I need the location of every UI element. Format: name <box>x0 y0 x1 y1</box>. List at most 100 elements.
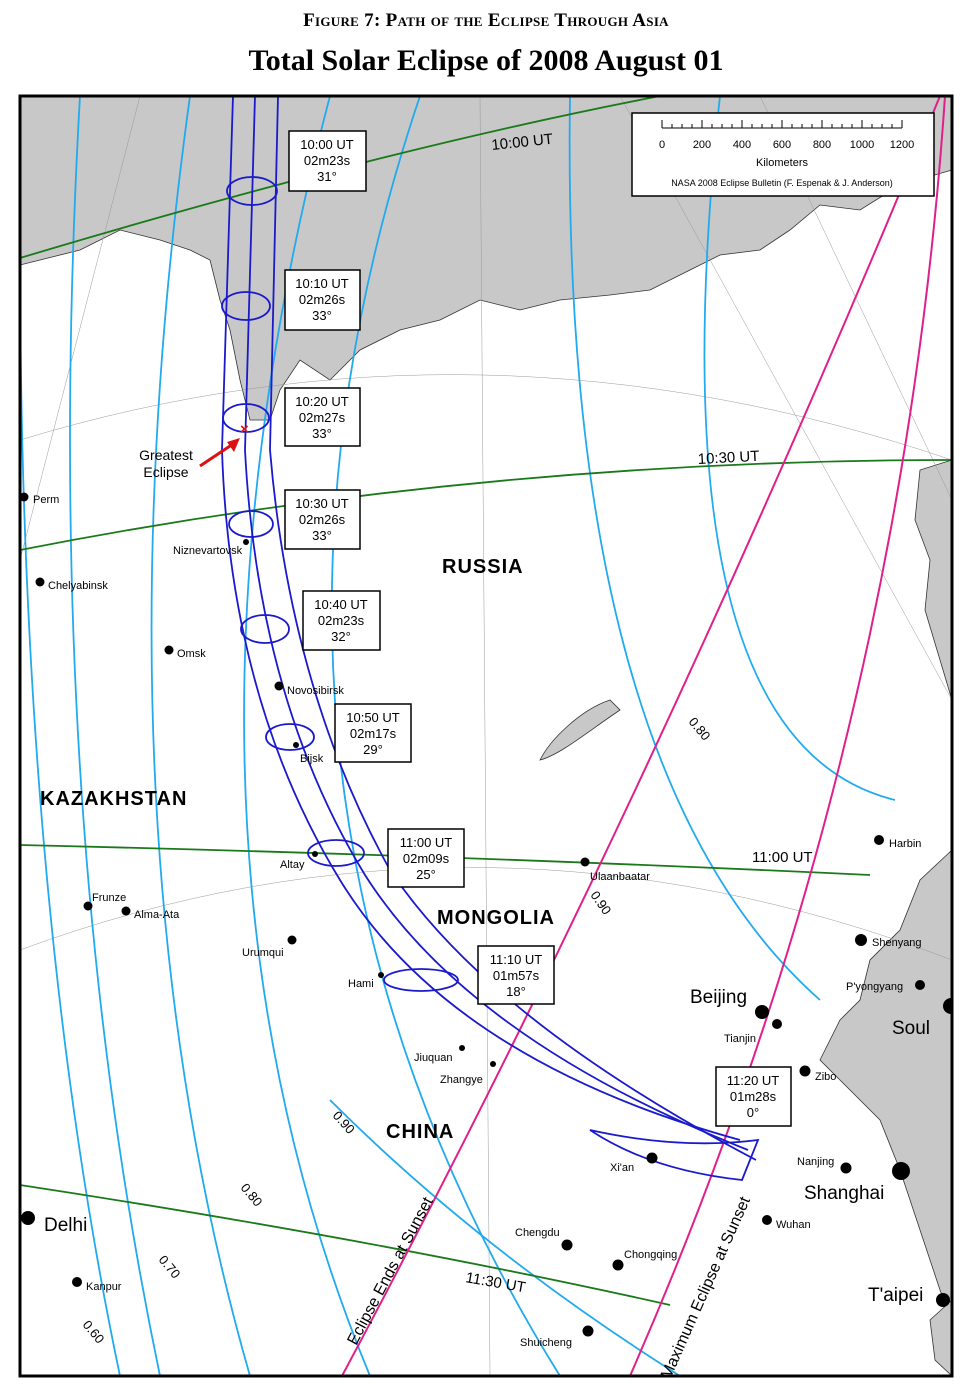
shadow-ellipse-1010 <box>221 291 271 321</box>
city-label: Xi'an <box>610 1162 634 1174</box>
city-label: Perm <box>33 494 59 506</box>
city-label: Shenyang <box>872 937 922 949</box>
eclipse-info-box: 11:00 UT 02m09s 25° <box>387 828 465 888</box>
greatest-eclipse-label: Eclipse <box>143 464 188 480</box>
city-label: P'yongyang <box>846 981 903 993</box>
city-label: Harbin <box>889 838 921 850</box>
eclipse-info-box: 10:20 UT 02m27s 33° <box>284 387 361 447</box>
city-label: Delhi <box>44 1215 87 1236</box>
eclipse-info-box: 10:50 UT 02m17s 29° <box>334 703 412 763</box>
svg-text:02m23s: 02m23s <box>318 613 365 628</box>
country-label: RUSSIA <box>442 556 524 578</box>
svg-text:02m26s: 02m26s <box>299 512 346 527</box>
svg-text:02m17s: 02m17s <box>350 726 397 741</box>
magnitude-contour-080-north <box>703 96 896 801</box>
shadow-ellipse-1100 <box>307 839 365 867</box>
main-title: Total Solar Eclipse of 2008 August 01 <box>248 44 724 77</box>
svg-text:33°: 33° <box>312 308 332 323</box>
svg-text:25°: 25° <box>416 867 436 882</box>
magnitude-label: 0.70 <box>156 1252 184 1281</box>
city-label: Bijsk <box>300 753 324 765</box>
shadow-ellipse-1030 <box>228 510 274 538</box>
scale-credit: NASA 2008 Eclipse Bulletin (F. Espenak &… <box>671 178 893 188</box>
city-label: Ulaanbaatar <box>590 871 650 883</box>
ut-label: 10:00 UT <box>491 131 554 154</box>
map-frame <box>18 94 954 1378</box>
city-label: Jiuquan <box>414 1052 453 1064</box>
greatest-eclipse-arrowhead <box>227 438 240 452</box>
svg-text:18°: 18° <box>506 984 526 999</box>
svg-text:02m23s: 02m23s <box>304 153 351 168</box>
magnitude-label: 0.90 <box>330 1108 358 1137</box>
cities: Perm Chelyabinsk Niznevartovsk Omsk Novo… <box>20 492 952 1349</box>
map-body: × Greatest Eclipse 10:00 UT 10:30 UT 11:… <box>20 96 952 1382</box>
city-label: Zibo <box>815 1071 836 1083</box>
city-label: Novosibirsk <box>287 685 344 697</box>
shadow-ellipse-1020 <box>222 403 270 433</box>
svg-text:10:10 UT: 10:10 UT <box>295 276 349 291</box>
svg-text:29°: 29° <box>363 742 383 757</box>
path-limit-north <box>221 96 741 1141</box>
ut-line-1030 <box>20 459 952 551</box>
svg-text:10:40 UT: 10:40 UT <box>314 597 368 612</box>
svg-text:01m57s: 01m57s <box>493 968 540 983</box>
scale-bar-legend: 0 200 400 600 800 1000 1200 Kilometers N… <box>631 112 935 197</box>
svg-text:11:00 UT: 11:00 UT <box>400 835 453 850</box>
svg-text:11:10 UT: 11:10 UT <box>490 952 543 967</box>
city-label: T'aipei <box>868 1285 923 1306</box>
city-label: Hami <box>348 978 374 990</box>
magnitude-label: 0.90 <box>588 888 615 917</box>
svg-text:33°: 33° <box>312 426 332 441</box>
magnitude-label: 0.80 <box>686 714 714 743</box>
scale-tick-label: 1200 <box>890 139 914 151</box>
svg-text:32°: 32° <box>331 629 351 644</box>
svg-text:02m09s: 02m09s <box>403 851 450 866</box>
city-label: Niznevartovsk <box>173 545 243 557</box>
magnitude-contour-080 <box>243 96 371 1376</box>
city-label: Chengdu <box>515 1227 560 1239</box>
shadow-ellipse-1040 <box>240 614 290 644</box>
city-label: Chelyabinsk <box>48 580 108 592</box>
path-end-lobe <box>589 1129 760 1181</box>
magnitude-contour-070 <box>150 96 251 1376</box>
ut-label: 10:30 UT <box>697 448 760 468</box>
ut-label: 11:00 UT <box>752 849 813 866</box>
city-label: Shuicheng <box>520 1337 572 1349</box>
svg-text:10:50 UT: 10:50 UT <box>346 710 400 725</box>
korea-japan-land <box>819 849 952 1321</box>
magnitude-contour-outer <box>20 249 121 1376</box>
taiwan-land <box>929 1299 952 1376</box>
city-label: Altay <box>280 859 305 871</box>
country-label: CHINA <box>386 1121 454 1143</box>
shadow-ellipse-1110 <box>383 968 459 992</box>
city-label: Tianjin <box>724 1033 756 1045</box>
sunset-label: Eclipse Ends at Sunset <box>345 1194 438 1348</box>
city-label: Chongqing <box>624 1249 677 1261</box>
eclipse-info-box: 10:10 UT 02m26s 33° <box>284 269 361 331</box>
svg-text:33°: 33° <box>312 528 332 543</box>
scale-tick-label: 800 <box>813 139 831 151</box>
city-label: Urumqui <box>242 947 284 959</box>
shadow-ellipse-1000 <box>226 176 278 206</box>
sunset-label: Maximum Eclipse at Sunset <box>658 1194 754 1382</box>
sunset-curves <box>341 96 946 1376</box>
svg-text:01m28s: 01m28s <box>730 1089 777 1104</box>
magnitude-contour-inner <box>329 1099 681 1376</box>
maximum-eclipse-at-sunset-curve <box>629 96 946 1376</box>
magnitude-label: 0.60 <box>80 1317 108 1346</box>
shadow-ellipse-1050 <box>265 723 315 751</box>
eclipse-info-box: 10:40 UT 02m23s 32° <box>302 590 381 651</box>
city-label: Alma-Ata <box>134 909 180 921</box>
scale-tick-label: 1000 <box>850 139 874 151</box>
scale-tick-label: 200 <box>693 139 711 151</box>
city-label: Kanpur <box>86 1281 122 1293</box>
svg-text:02m26s: 02m26s <box>299 292 346 307</box>
eclipse-info-box: 11:10 UT 01m57s 18° <box>477 945 555 1005</box>
city-label: Soul <box>892 1018 930 1039</box>
magnitude-contour-060 <box>69 96 161 1376</box>
city-label: Omsk <box>177 648 206 660</box>
svg-text:10:20 UT: 10:20 UT <box>295 394 349 409</box>
svg-text:02m27s: 02m27s <box>299 410 346 425</box>
svg-text:10:30 UT: 10:30 UT <box>295 496 349 511</box>
